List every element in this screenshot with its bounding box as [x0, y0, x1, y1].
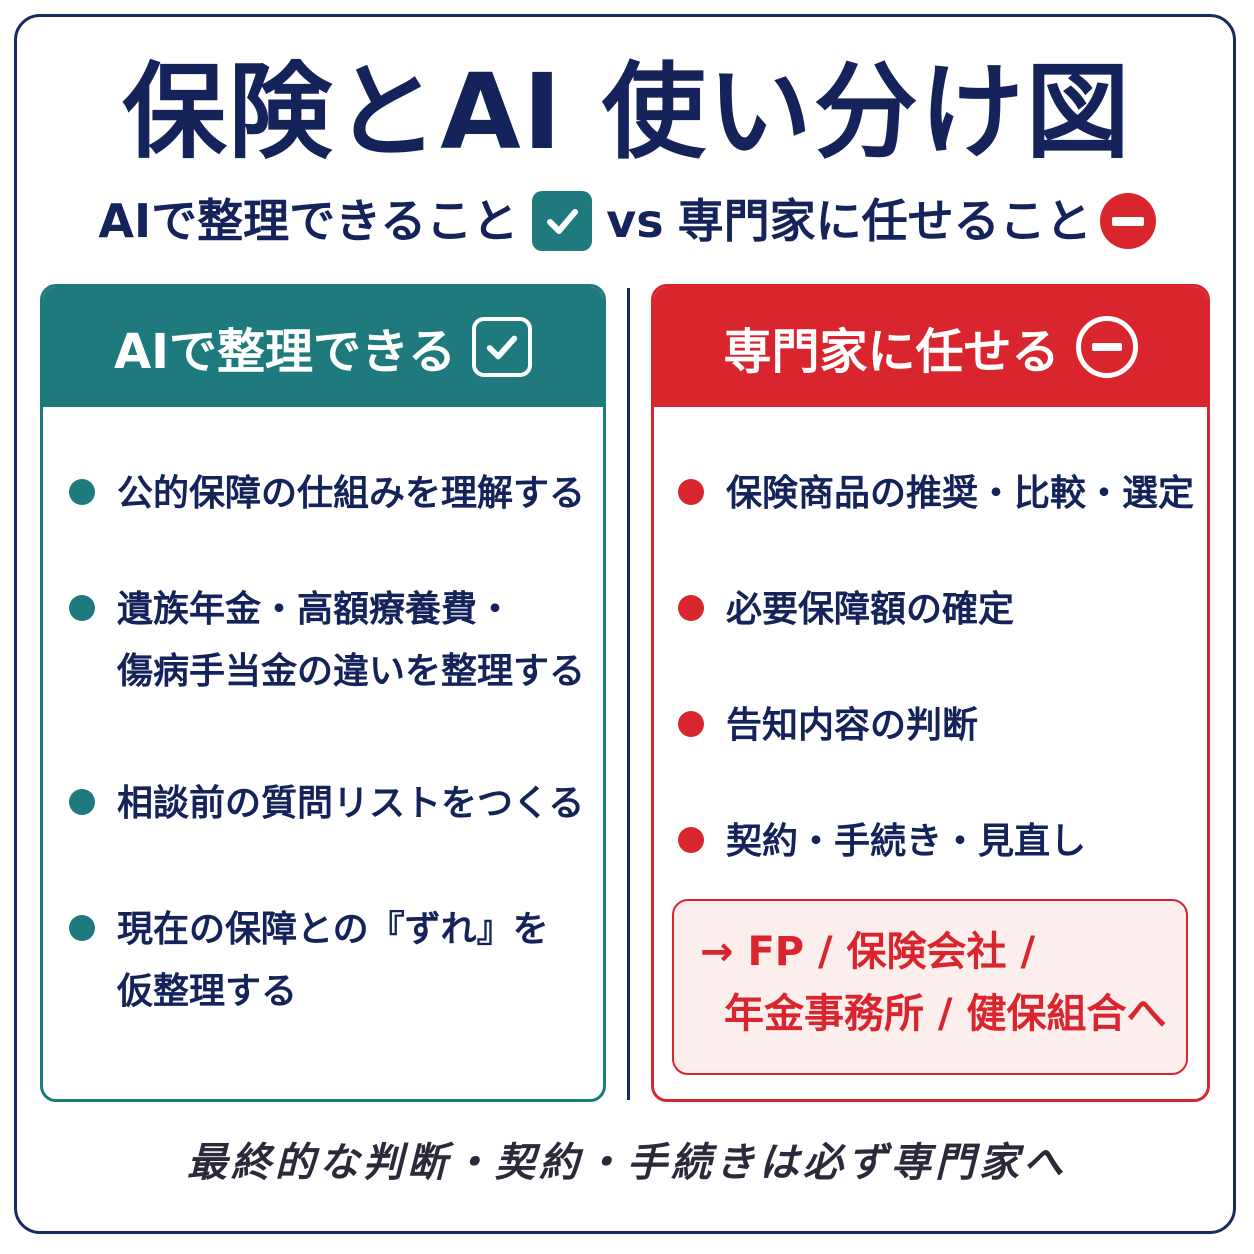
- subtitle: AIで整理できること vs 専門家に任せること: [0, 188, 1254, 254]
- list-item-text: 契約・手続き・見直し: [726, 821, 1087, 862]
- check-icon: [472, 317, 533, 377]
- ai-panel-header: AIで整理できる: [43, 287, 603, 407]
- subtitle-vs: vs: [606, 194, 664, 248]
- bullet-icon: [69, 595, 95, 621]
- list-item-text: 公的保障の仕組みを理解する: [117, 473, 586, 514]
- bullet-icon: [69, 479, 95, 505]
- bullet-icon: [678, 479, 704, 505]
- minus-circle-icon: [1075, 316, 1138, 378]
- bullet-icon: [678, 827, 704, 853]
- bullet-icon: [678, 711, 704, 737]
- list-item: 保険商品の推奨・比較・選定: [678, 463, 1194, 525]
- list-item: 必要保障額の確定: [678, 579, 1014, 641]
- center-divider: [627, 288, 630, 1100]
- callout-line-2: 年金事務所 / 健保組合へ: [724, 991, 1167, 1037]
- bullet-icon: [678, 595, 704, 621]
- list-item-text: 相談前の質問リストをつくる: [117, 783, 585, 824]
- list-item: 告知内容の判断: [678, 695, 978, 757]
- callout-line-1: → FP / 保険会社 /: [700, 929, 1036, 975]
- list-item-text: 現在の保障との『ずれ』を: [117, 909, 549, 950]
- page-title: 保険とAI 使い分け図: [122, 51, 1132, 173]
- expert-panel: 専門家に任せる 保険商品の推奨・比較・選定 必要保障額の確定 告知内容の判断 契…: [651, 284, 1210, 1102]
- ai-panel: AIで整理できる 公的保障の仕組みを理解する 遺族年金・高額療養費・ 傷病手当金…: [40, 284, 606, 1102]
- bullet-icon: [69, 789, 95, 815]
- ai-panel-title: AIで整理できる: [113, 324, 457, 380]
- list-item-text: 遺族年金・高額療養費・: [117, 589, 514, 630]
- subtitle-right-text: 専門家に任せること: [677, 194, 1092, 248]
- list-item: 公的保障の仕組みを理解する: [69, 463, 585, 525]
- list-item: 契約・手続き・見直し: [678, 811, 1086, 873]
- subtitle-left-text: AIで整理できること: [98, 194, 519, 248]
- expert-panel-title: 専門家に任せる: [723, 324, 1060, 380]
- list-item-text: 保険商品の推奨・比較・選定: [726, 473, 1195, 514]
- list-item-text: 仮整理する: [117, 971, 298, 1012]
- list-item-text: 必要保障額の確定: [726, 589, 1015, 630]
- list-item: 現在の保障との『ずれ』を 仮整理する: [69, 899, 549, 1023]
- expert-panel-header: 専門家に任せる: [654, 287, 1207, 407]
- referral-callout: → FP / 保険会社 / 年金事務所 / 健保組合へ: [672, 899, 1188, 1075]
- check-icon: [532, 191, 593, 251]
- list-item: 遺族年金・高額療養費・ 傷病手当金の違いを整理する: [69, 579, 585, 703]
- bullet-icon: [69, 915, 95, 941]
- footer-note: 最終的な判断・契約・手続きは必ず専門家へ: [187, 1140, 1067, 1186]
- list-item-text: 告知内容の判断: [726, 705, 979, 746]
- list-item-text: 傷病手当金の違いを整理する: [117, 651, 586, 692]
- list-item: 相談前の質問リストをつくる: [69, 773, 584, 835]
- minus-circle-icon: [1099, 193, 1156, 249]
